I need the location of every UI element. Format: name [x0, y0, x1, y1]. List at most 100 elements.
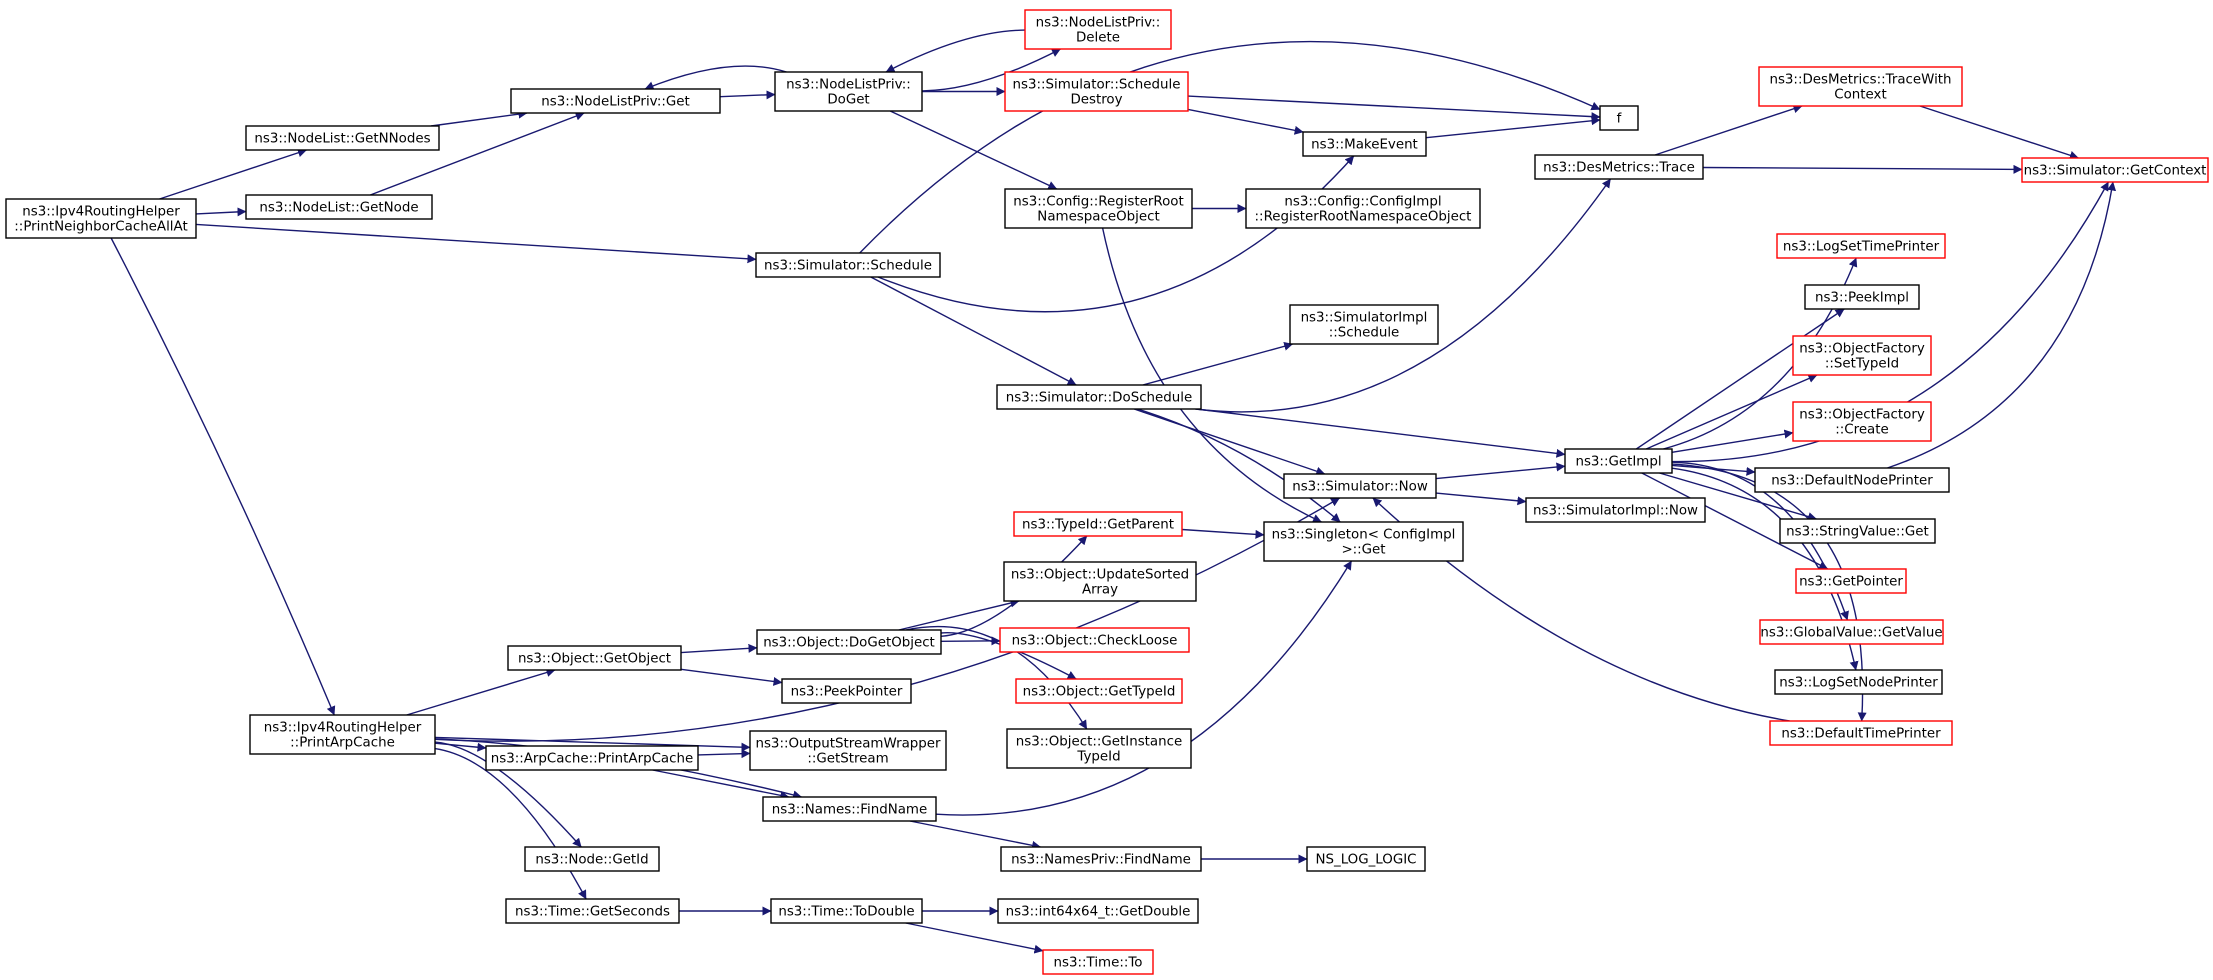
node-simimplsched[interactable]: ns3::SimulatorImpl::Schedule [1289, 304, 1439, 345]
node-box [996, 384, 1202, 410]
node-timetodouble[interactable]: ns3::Time::ToDouble [770, 898, 923, 924]
node-label-line: ns3::TypeId::GetParent [1022, 518, 1174, 533]
node-gvgetvalue[interactable]: ns3::GlobalValue::GetValue [1759, 619, 1944, 645]
call-edge-dosched-to-simimplsched [1142, 341, 1294, 386]
node-printarp[interactable]: ns3::Ipv4RoutingHelper::PrintArpCache [249, 714, 436, 755]
node-cfgimplreg[interactable]: ns3::Config::ConfigImpl::RegisterRootNam… [1245, 188, 1481, 229]
node-timeto[interactable]: ns3::Time::To [1042, 949, 1154, 975]
node-label-line: ns3::GetPointer [1799, 575, 1903, 590]
node-i64getdouble[interactable]: ns3::int64x64_t::GetDouble [997, 898, 1199, 924]
node-label-line: ns3::Object::DoGetObject [763, 636, 935, 651]
node-strvalget[interactable]: ns3::StringValue::Get [1779, 518, 1936, 544]
node-box [5, 198, 197, 239]
node-ofcreate[interactable]: ns3::ObjectFactory::Create [1792, 401, 1932, 442]
node-box [1263, 521, 1464, 562]
call-edge-getnode-to-nlpget [370, 111, 585, 196]
node-box [1306, 846, 1426, 872]
node-label-line: ::RegisterRootNamespaceObject [1255, 210, 1472, 225]
node-label-line: ns3::Object::CheckLoose [1012, 634, 1178, 649]
node-getimpl[interactable]: ns3::GetImpl [1564, 448, 1673, 474]
node-peekpointer[interactable]: ns3::PeekPointer [781, 678, 912, 704]
node-regroot[interactable]: ns3::Config::RegisterRootNamespaceObject [1004, 188, 1193, 229]
call-edge-printarp-to-objgetobject [406, 668, 556, 716]
node-simnow[interactable]: ns3::Simulator::Now [1283, 473, 1437, 499]
node-singleton[interactable]: ns3::Singleton< ConfigImpl >::Get [1263, 521, 1464, 562]
node-box [756, 629, 942, 655]
call-edge-nlpdelete-to-nlpdoget [885, 29, 1026, 73]
node-objgetobject[interactable]: ns3::Object::GetObject [507, 645, 682, 671]
call-edge-dogetobject-to-objgettypeid [940, 632, 1077, 680]
node-box [1000, 846, 1202, 872]
node-logsetnode[interactable]: ns3::LogSetNodePrinter [1774, 669, 1943, 695]
node-getpointer[interactable]: ns3::GetPointer [1795, 568, 1907, 594]
node-nlpdelete[interactable]: ns3::NodeListPriv::Delete [1024, 9, 1172, 50]
node-dosched[interactable]: ns3::Simulator::DoSchedule [996, 384, 1202, 410]
call-edge-timetodouble-to-timeto [905, 922, 1044, 954]
nodes-layer: ns3::Ipv4RoutingHelper::PrintNeighborCac… [5, 9, 2209, 975]
node-label-line: ns3::GetImpl [1575, 455, 1661, 470]
node-dogetobject[interactable]: ns3::Object::DoGetObject [756, 629, 942, 655]
node-box [1779, 518, 1936, 544]
node-oswgetstream[interactable]: ns3::OutputStreamWrapper::GetStream [749, 730, 947, 771]
call-edge-arpprint-to-namesfind [652, 769, 790, 800]
node-label-line: >::Get [1341, 543, 1385, 558]
call-edge-getimpl-to-strvalget [1659, 472, 1817, 521]
call-edge-root-to-printarp [110, 237, 336, 716]
call-edge-namesfind-to-namesprivfind [909, 820, 1042, 850]
node-peekimpl[interactable]: ns3::PeekImpl [1804, 284, 1920, 310]
node-typeidparent[interactable]: ns3::TypeId::GetParent [1013, 511, 1183, 537]
node-box [1003, 561, 1197, 602]
node-nlpdoget[interactable]: ns3::NodeListPriv::DoGet [774, 71, 923, 112]
call-edge-objgetobject-to-dogetobject [680, 643, 758, 654]
node-label-line: ns3::PeekImpl [1815, 291, 1909, 306]
call-edge-objgetobject-to-peekpointer [680, 668, 783, 686]
call-edge-getimpl-to-ofcreate [1671, 429, 1794, 453]
node-box [2021, 157, 2209, 183]
node-simimplnow[interactable]: ns3::SimulatorImpl::Now [1525, 497, 1706, 523]
node-nodegetid[interactable]: ns3::Node::GetId [524, 846, 660, 872]
node-box [755, 252, 941, 278]
node-deftimeprinter[interactable]: ns3::DefaultTimePrinter [1769, 720, 1953, 746]
node-label-line: ns3::int64x64_t::GetDouble [1006, 905, 1191, 920]
node-simschedule[interactable]: ns3::Simulator::Schedule [755, 252, 941, 278]
call-edge-schedestroy-to-makeevent [1187, 108, 1304, 135]
call-edge-simnow-to-simimplnow [1435, 492, 1527, 506]
call-edge-dogetobject-to-typeidparent [940, 535, 1088, 637]
call-edge-printarp-to-arpprint [434, 742, 487, 752]
node-namesfind[interactable]: ns3::Names::FindName [762, 796, 937, 822]
node-label-line: ns3::Time::ToDouble [778, 905, 914, 920]
node-desmtrace[interactable]: ns3::DesMetrics::Trace [1534, 154, 1704, 180]
node-nslogic[interactable]: NS_LOG_LOGIC [1306, 846, 1426, 872]
call-edge-typeidparent-to-singleton [1181, 528, 1265, 539]
node-label-line: ns3::DesMetrics::TraceWith [1769, 73, 1951, 88]
node-makeevent[interactable]: ns3::MakeEvent [1302, 131, 1427, 157]
node-arpprint[interactable]: ns3::ArpCache::PrintArpCache [485, 745, 699, 771]
node-objgettypeid[interactable]: ns3::Object::GetTypeId [1015, 678, 1183, 704]
node-getnnodes[interactable]: ns3::NodeList::GetNNodes [245, 125, 440, 151]
node-namesprivfind[interactable]: ns3::NamesPriv::FindName [1000, 846, 1202, 872]
node-label-line: Array [1082, 583, 1118, 598]
node-defnodeprinter[interactable]: ns3::DefaultNodePrinter [1754, 467, 1950, 493]
call-edge-simnow-to-getimpl [1435, 462, 1566, 480]
node-box [1024, 9, 1172, 50]
call-edge-dosched-to-getimpl [1196, 408, 1566, 458]
node-nlpget[interactable]: ns3::NodeListPriv::Get [510, 88, 721, 114]
node-checkloose[interactable]: ns3::Object::CheckLoose [999, 627, 1190, 653]
node-ofsettypeid[interactable]: ns3::ObjectFactory::SetTypeId [1792, 335, 1932, 376]
node-logsettime[interactable]: ns3::LogSetTimePrinter [1776, 233, 1946, 259]
call-edge-getnnodes-to-nlpget [430, 109, 528, 127]
node-getcontext[interactable]: ns3::Simulator::GetContext [2021, 157, 2209, 183]
node-f[interactable]: f [1599, 105, 1639, 131]
node-getnode[interactable]: ns3::NodeList::GetNode [245, 194, 433, 220]
node-label-line: ns3::ObjectFactory [1799, 408, 1925, 423]
node-box [762, 796, 937, 822]
node-box [1302, 131, 1427, 157]
call-edge-printarp-to-nodegetid [434, 741, 582, 848]
node-label-line: ns3::Config::RegisterRoot [1013, 195, 1183, 210]
node-timegetsec[interactable]: ns3::Time::GetSeconds [505, 898, 680, 924]
